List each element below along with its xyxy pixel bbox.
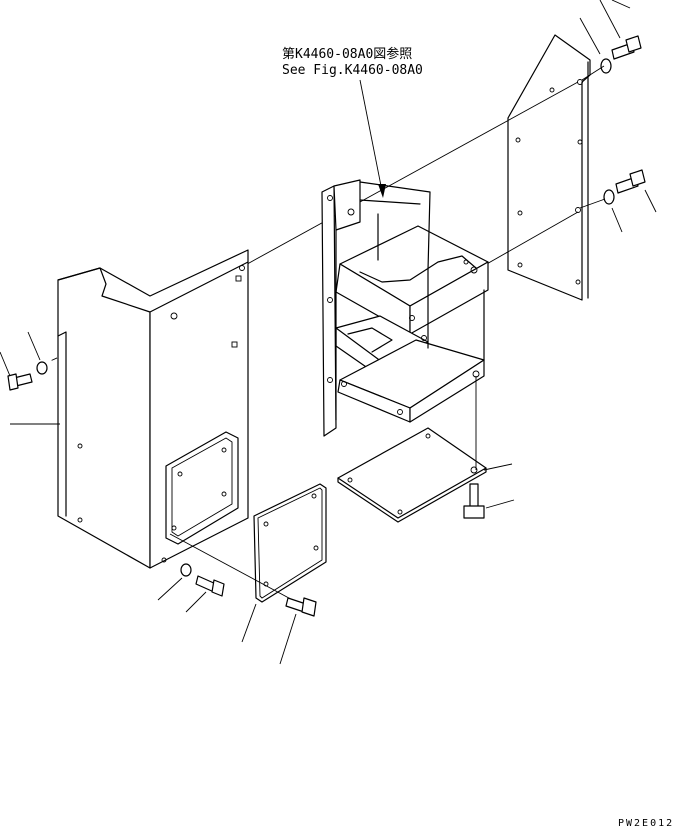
washer [36, 361, 48, 375]
drawing-code: PW2E012 [618, 818, 674, 829]
battery-box-frame [321, 179, 489, 437]
callout-line [279, 613, 297, 665]
alignment-line [169, 533, 301, 605]
bolt [7, 373, 33, 391]
access-cover [253, 483, 327, 603]
callout-line [27, 331, 41, 361]
bolt [463, 483, 485, 519]
bottom-plate [337, 427, 487, 523]
callout-line [644, 189, 657, 213]
bolt [285, 597, 317, 617]
rear-cover-panel [507, 34, 591, 301]
callout-line [599, 0, 621, 39]
reference-note-english: See Fig.K4460-08A0 [282, 63, 423, 78]
callout-line [485, 499, 515, 509]
bolt [615, 169, 646, 194]
bolt [195, 575, 225, 597]
callout-line [483, 463, 513, 471]
bolt [611, 35, 642, 60]
callout-line [0, 351, 11, 377]
callout-line [241, 603, 257, 643]
callout-line [611, 0, 631, 9]
washer [600, 58, 612, 74]
callout-line [611, 207, 623, 233]
reference-note-japanese: 第K4460-08A0図参照 [282, 46, 412, 62]
callout-line [185, 591, 207, 613]
leader-line [579, 198, 606, 209]
washer [603, 189, 615, 205]
side-cover-panel [57, 249, 249, 569]
callout-line [579, 17, 601, 55]
washer [180, 563, 192, 577]
callout-line [157, 577, 183, 601]
reference-leader-arrow [359, 79, 386, 198]
leader-line [581, 65, 605, 81]
